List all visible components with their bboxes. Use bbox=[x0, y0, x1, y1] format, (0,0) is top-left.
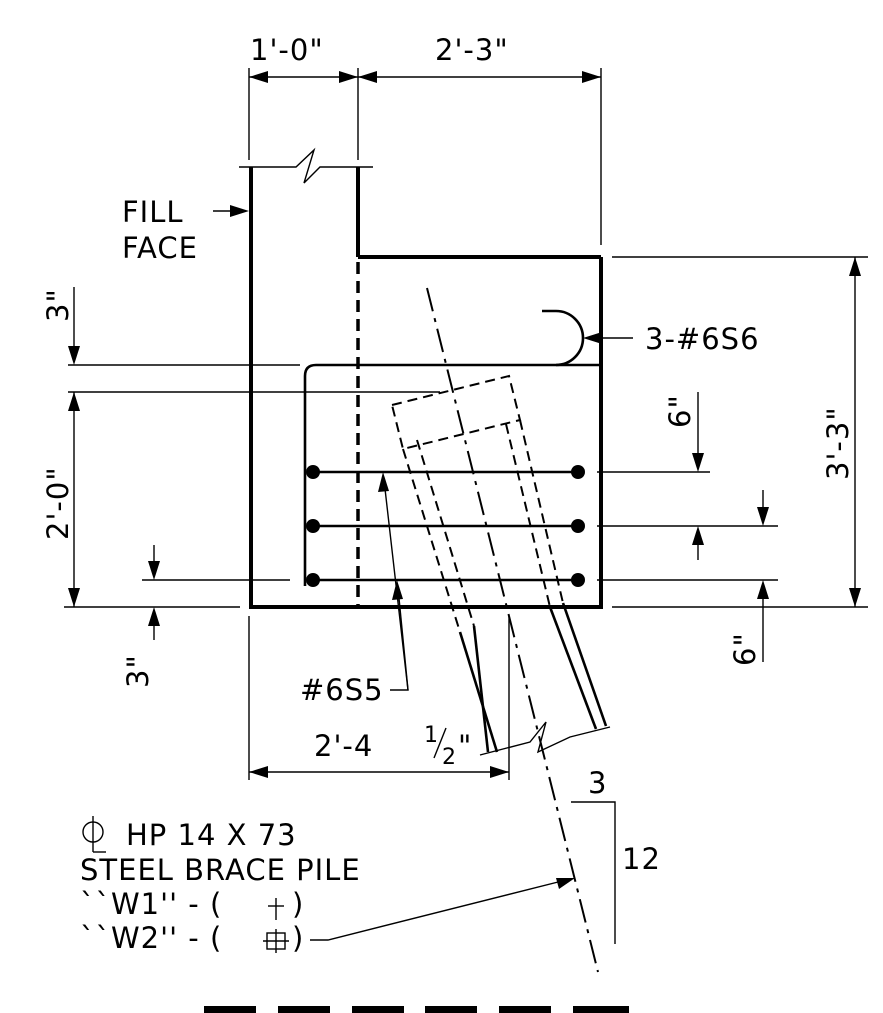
bar-s5-text: #6S5 bbox=[300, 673, 384, 707]
slope-horizontal-text: 3 bbox=[588, 766, 607, 800]
cross-symbol-icon bbox=[268, 898, 284, 920]
fill-face-text-1: FILL bbox=[122, 195, 184, 229]
bar-s5-callout: #6S5 bbox=[300, 472, 409, 707]
brace-pile bbox=[390, 287, 611, 973]
pile-text-2: STEEL BRACE PILE bbox=[80, 853, 361, 887]
wall-outline bbox=[239, 147, 603, 609]
slope-indicator: 3 12 bbox=[571, 766, 661, 944]
cut-off-title bbox=[204, 1006, 629, 1013]
pile-text-1: HP 14 X 73 bbox=[126, 818, 297, 852]
dim-right-height-text: 3'-3" bbox=[821, 406, 855, 480]
fill-face-text-2: FACE bbox=[122, 231, 198, 265]
bar-s6-text: 3-#6S6 bbox=[645, 322, 760, 356]
dim-left-top-text: 3" bbox=[41, 288, 75, 322]
fill-face-label: FILL FACE bbox=[122, 195, 249, 265]
dim-left-mid-text: 2'-0" bbox=[41, 466, 75, 540]
pile-text-3b: ) bbox=[292, 887, 304, 921]
slope-vertical-text: 12 bbox=[622, 842, 661, 876]
centerline-symbol-icon bbox=[82, 816, 106, 853]
rebar-s6 bbox=[542, 309, 585, 367]
pile-text-4b: ) bbox=[292, 921, 304, 955]
dim-bottom-width-text: 2'-4 bbox=[314, 729, 373, 763]
pile-text-4a: ``W2'' - ( bbox=[80, 921, 222, 955]
bottom-dimension: 2'-4 1 2 " bbox=[248, 616, 510, 780]
bar-s6-callout: 3-#6S6 bbox=[583, 322, 760, 356]
dim-right-top-spacing-text: 6" bbox=[663, 394, 697, 428]
dim-bottom-frac-num: 1 bbox=[424, 723, 439, 748]
dim-bottom-inch: " bbox=[458, 729, 472, 763]
rebar-s5 bbox=[303, 363, 600, 587]
dim-top-left-text: 1'-0" bbox=[250, 33, 324, 67]
pile-text-3a: ``W1'' - ( bbox=[80, 887, 222, 921]
left-dimensions: 3" 2'-0" 3" bbox=[41, 287, 440, 688]
grid-cross-symbol-icon bbox=[263, 929, 289, 953]
dim-right-bottom-spacing-text: 6" bbox=[728, 632, 762, 666]
right-dimensions: 3'-3" 6" 6" bbox=[597, 256, 868, 666]
dim-top-right-text: 2'-3" bbox=[435, 33, 509, 67]
top-dimensions: 1'-0" 2'-3" bbox=[248, 33, 602, 245]
dim-left-bottom-text: 3" bbox=[121, 654, 155, 688]
pile-label: HP 14 X 73 STEEL BRACE PILE ``W1'' - ( )… bbox=[80, 816, 575, 955]
dim-bottom-frac-den: 2 bbox=[442, 745, 457, 770]
